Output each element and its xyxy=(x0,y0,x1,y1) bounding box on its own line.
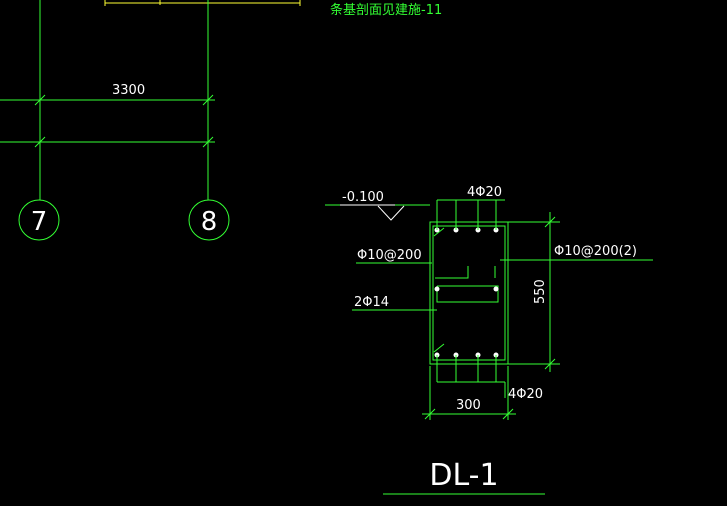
elevation-label: -0.100 xyxy=(342,190,384,205)
stirrup-right-label: Φ10@200(2) xyxy=(554,244,637,259)
bottom-bars-leader xyxy=(436,355,506,398)
header-note: 条基剖面见建施-11 xyxy=(330,2,442,18)
bottom-rebar-dots xyxy=(434,352,499,358)
axis-label-7: 7 xyxy=(31,207,48,237)
bottom-bars-label: 4Φ20 xyxy=(508,387,543,402)
height-label: 550 xyxy=(533,279,548,304)
height-dimension xyxy=(508,212,560,372)
side-rebar-dots xyxy=(434,286,499,292)
grid-lines xyxy=(0,0,215,200)
axis-bubble-8: 8 xyxy=(188,199,230,241)
axis-label-8: 8 xyxy=(201,207,218,237)
width-label: 300 xyxy=(456,398,481,413)
beam-section xyxy=(429,221,509,365)
top-frame-fragment xyxy=(104,0,301,6)
section-title: DL-1 xyxy=(429,458,498,493)
top-bars-leader xyxy=(436,199,505,230)
top-bars-label: 4Φ20 xyxy=(467,185,502,200)
side-bars-label: 2Φ14 xyxy=(354,295,389,310)
axis-bubble-7: 7 xyxy=(18,199,60,241)
stirrup-left-label: Φ10@200 xyxy=(357,248,422,263)
width-dimension xyxy=(422,366,516,420)
span-dimension: 3300 xyxy=(112,83,145,98)
elevation-marker xyxy=(325,204,430,221)
